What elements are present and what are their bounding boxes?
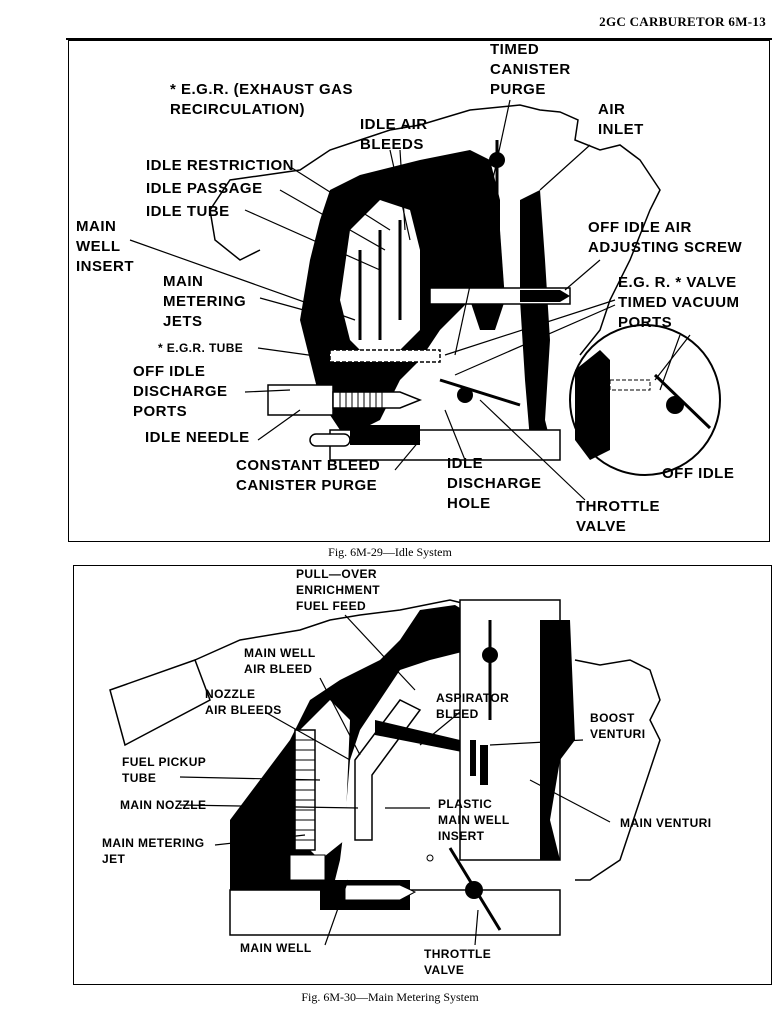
main-body-dark <box>230 605 480 935</box>
fig2-label-main-nozzle: MAIN NOZZLE <box>120 798 207 812</box>
figure-1-caption: Fig. 6M-29—Idle System <box>328 545 452 559</box>
fig1-label-off-idle: OFF IDLE <box>662 465 735 482</box>
fig2-label-main-venturi: MAIN VENTURI <box>620 816 712 830</box>
fig1-label-idle-passage: IDLE PASSAGE <box>146 180 263 197</box>
throttle-bore-wall <box>520 190 550 440</box>
figure-2-caption: Fig. 6M-30—Main Metering System <box>301 990 479 1004</box>
running-head: 2GC CARBURETOR 6M-13 <box>599 14 766 29</box>
fig1-label-idle-tube: IDLE TUBE <box>146 203 230 220</box>
fig1-label-idle-needle: IDLE NEEDLE <box>145 429 250 446</box>
header-rule <box>66 38 772 40</box>
fig1-label-idle-restriction: IDLE RESTRICTION <box>146 157 295 174</box>
fig2-label-main-well: MAIN WELL <box>240 941 312 955</box>
fig1-label-egr-tube: * E.G.R. TUBE <box>158 341 244 355</box>
